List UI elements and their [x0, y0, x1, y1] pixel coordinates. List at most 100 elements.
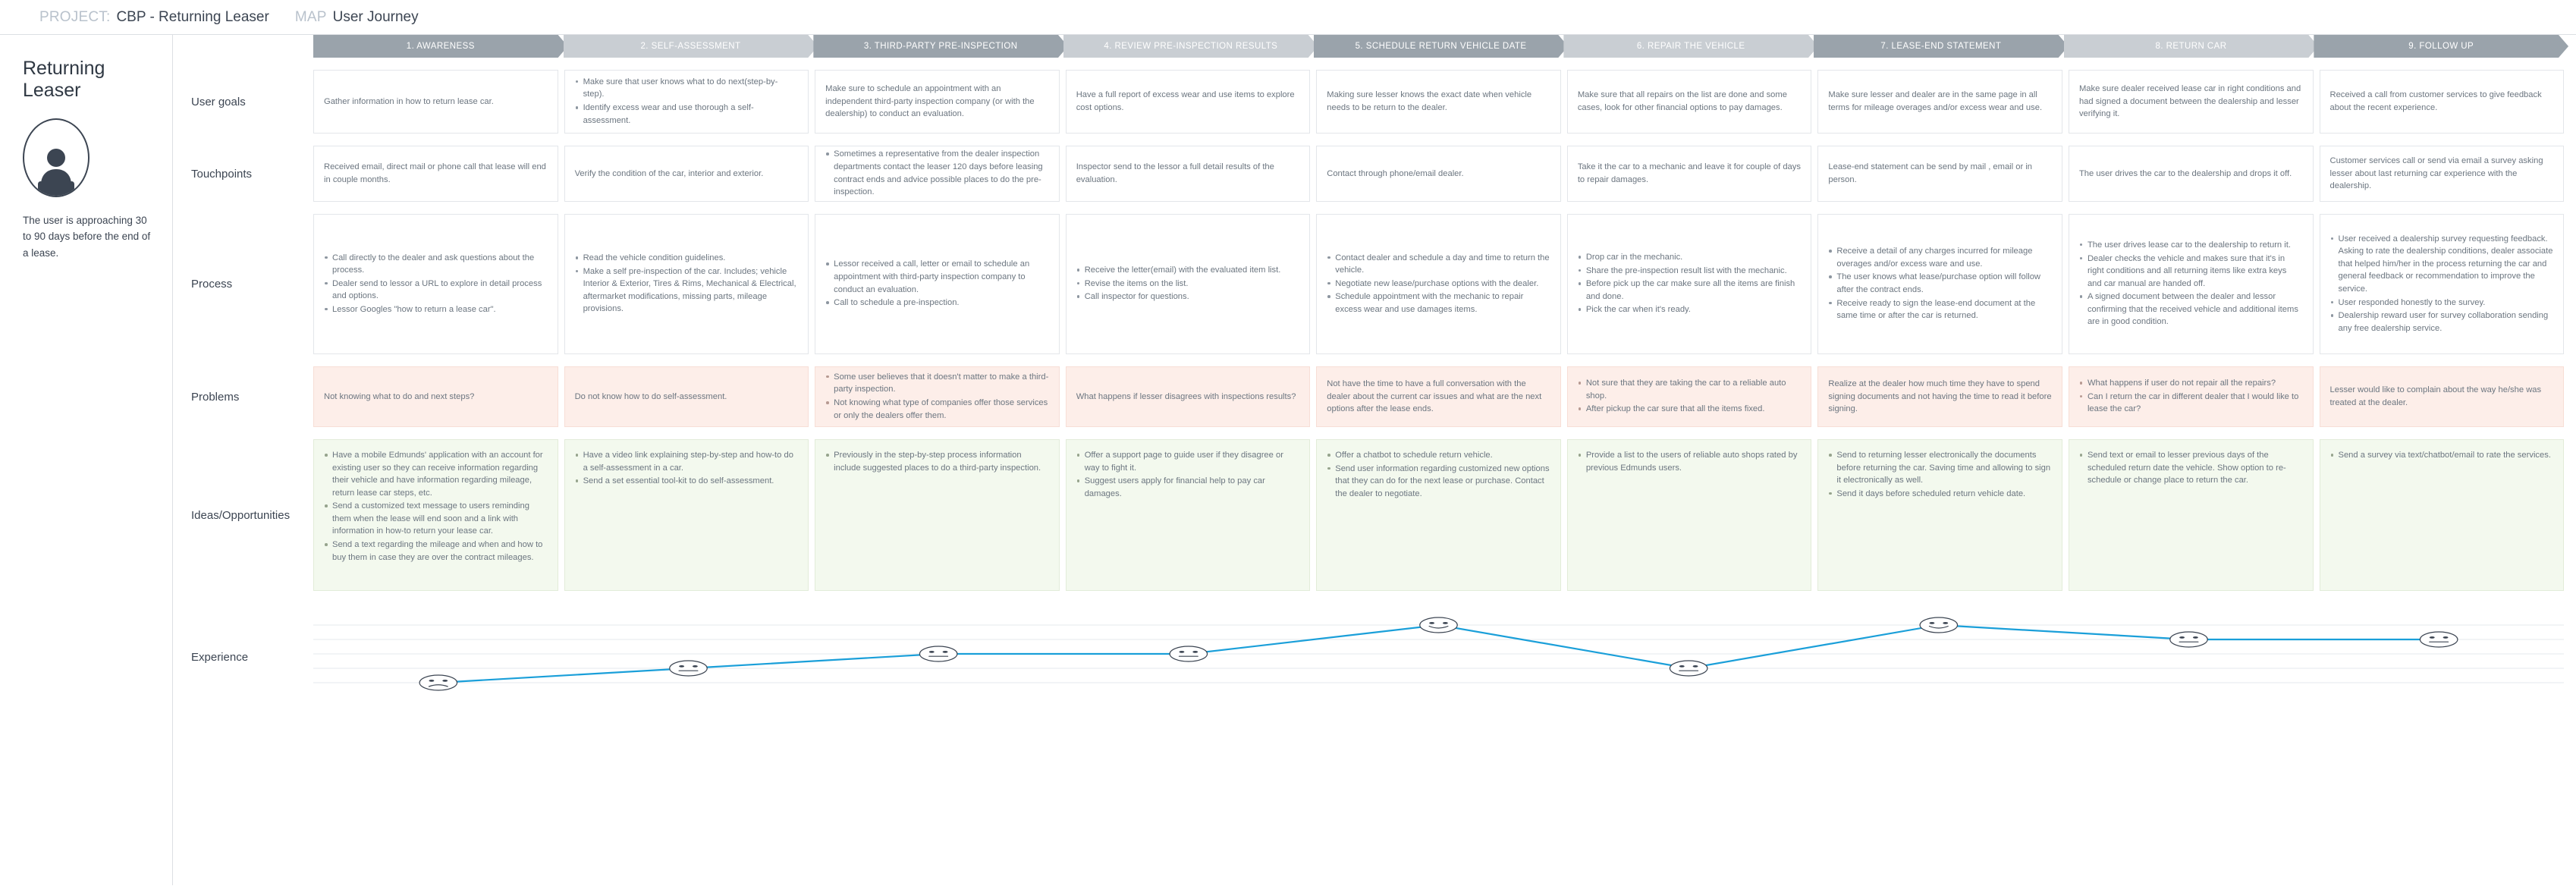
touchpoints-cell-2[interactable]: Verify the condition of the car, interio… [564, 146, 809, 202]
cell-text: Lease-end statement can be send by mail … [1828, 162, 2033, 184]
bullet-item: Not knowing what type of companies offer… [825, 397, 1049, 422]
ideas-cell-9[interactable]: Send a survey via text/chatbot/email to … [2319, 439, 2565, 591]
page-body: Returning Leaser The user is approaching… [0, 35, 2576, 885]
phase-7[interactable]: 7. LEASE-END STATEMENT [1814, 35, 2069, 58]
ideas-cell-3[interactable]: Previously in the step-by-step process i… [815, 439, 1060, 591]
row-process: Process Call directly to the dealer and … [173, 214, 2576, 354]
ideas-cell-4[interactable]: Offer a support page to guide user if th… [1065, 439, 1311, 591]
cell-text: Make sure that all repairs on the list a… [1577, 90, 1787, 112]
user-goals-cell-8[interactable]: Make sure dealer received lease car in r… [2068, 70, 2314, 134]
phase-8[interactable]: 8. RETURN CAR [2064, 35, 2319, 58]
touchpoints-cell-1[interactable]: Received email, direct mail or phone cal… [313, 146, 558, 202]
face-eye-left [429, 680, 435, 682]
touchpoints-cell-8[interactable]: The user drives the car to the dealershi… [2068, 146, 2314, 202]
problems-cell-7[interactable]: Realize at the dealer how much time they… [1817, 366, 2062, 427]
cell-text: Make sure lesser and dealer are in the s… [1828, 90, 2043, 112]
bullet-item: Lessor received a call, letter or email … [825, 258, 1049, 296]
experience-point-7[interactable] [1920, 617, 1957, 633]
experience-point-5[interactable] [1420, 617, 1457, 633]
experience-point-1[interactable] [419, 675, 457, 690]
phase-6[interactable]: 6. REPAIR THE VEHICLE [1563, 35, 1818, 58]
user-goals-cell-1[interactable]: Gather information in how to return leas… [313, 70, 558, 134]
experience-point-8[interactable] [2170, 632, 2207, 647]
experience-point-3[interactable] [919, 646, 957, 661]
problems-cell-6[interactable]: Not sure that they are taking the car to… [1566, 366, 1812, 427]
bullet-item: The user knows what lease/purchase optio… [1828, 271, 2052, 296]
face-circle [2420, 632, 2457, 647]
face-mouth-sad [429, 685, 448, 686]
ideas-cell-8[interactable]: Send text or email to lesser previous da… [2068, 439, 2314, 591]
touchpoints-cell-7[interactable]: Lease-end statement can be send by mail … [1817, 146, 2062, 202]
process-cell-7[interactable]: Receive a detail of any charges incurred… [1817, 214, 2062, 354]
bullet-item: Call to schedule a pre-inspection. [825, 297, 1049, 309]
phase-5[interactable]: 5. SCHEDULE RETURN VEHICLE DATE [1314, 35, 1569, 58]
process-cell-4[interactable]: Receive the letter(email) with the evalu… [1065, 214, 1311, 354]
ideas-cell-6[interactable]: Provide a list to the users of reliable … [1566, 439, 1812, 591]
cell-text: What happens if lesser disagrees with in… [1076, 391, 1296, 401]
problems-cell-9[interactable]: Lesser would like to complain about the … [2319, 366, 2565, 427]
experience-point-4[interactable] [1170, 646, 1207, 661]
bullet-list: Receive a detail of any charges incurred… [1828, 245, 2052, 322]
cell-text: The user drives the car to the dealershi… [2078, 168, 2292, 178]
face-eye-left [679, 665, 685, 668]
experience-point-9[interactable] [2420, 632, 2457, 647]
phase-2[interactable]: 2. SELF-ASSESSMENT [564, 35, 818, 58]
row-label-ideas: Ideas/Opportunities [191, 508, 291, 522]
phase-1[interactable]: 1. AWARENESS [313, 35, 568, 58]
bullet-item: Have a mobile Edmunds' application with … [324, 449, 548, 499]
problems-cell-5[interactable]: Not have the time to have a full convers… [1316, 366, 1561, 427]
bullet-item: Send it days before scheduled return veh… [1828, 488, 2052, 501]
project-value: CBP - Returning Leaser [116, 8, 269, 25]
problems-cell-1[interactable]: Not knowing what to do and next steps? [313, 366, 558, 427]
experience-point-6[interactable] [1670, 661, 1707, 676]
problems-cell-8[interactable]: What happens if user do not repair all t… [2068, 366, 2314, 427]
user-goals-cell-3[interactable]: Make sure to schedule an appointment wit… [815, 70, 1060, 134]
experience-point-2[interactable] [670, 661, 707, 676]
user-goals-cell-2[interactable]: Make sure that user knows what to do nex… [564, 70, 809, 134]
touchpoints-cell-3[interactable]: Sometimes a representative from the deal… [815, 146, 1060, 202]
face-eye-right [1692, 665, 1698, 668]
ideas-cell-1[interactable]: Have a mobile Edmunds' application with … [313, 439, 558, 591]
bullet-list: Call directly to the dealer and ask ques… [324, 252, 548, 317]
user-goals-cell-7[interactable]: Make sure lesser and dealer are in the s… [1817, 70, 2062, 134]
ideas-cell-7[interactable]: Send to returning lesser electronically … [1817, 439, 2062, 591]
bullet-item: Drop car in the mechanic. [1578, 251, 1802, 264]
process-cell-5[interactable]: Contact dealer and schedule a day and ti… [1316, 214, 1561, 354]
bullet-item: Revise the items on the list. [1076, 278, 1300, 291]
face-eye-left [928, 651, 935, 653]
process-cell-8[interactable]: The user drives lease car to the dealers… [2068, 214, 2314, 354]
bullet-list: User received a dealership survey reques… [2330, 233, 2554, 336]
process-cell-3[interactable]: Lessor received a call, letter or email … [815, 214, 1060, 354]
top-bar: PROJECT: CBP - Returning Leaser MAP User… [0, 0, 2576, 35]
cell-text: Verify the condition of the car, interio… [574, 168, 764, 178]
touchpoints-cell-4[interactable]: Inspector send to the lessor a full deta… [1065, 146, 1311, 202]
ideas-cell-2[interactable]: Have a video link explaining step-by-ste… [564, 439, 809, 591]
user-goals-cell-5[interactable]: Making sure lesser knows the exact date … [1316, 70, 1561, 134]
user-goals-cell-9[interactable]: Received a call from customer services t… [2319, 70, 2565, 134]
bullet-list: Have a mobile Edmunds' application with … [324, 449, 548, 564]
phase-9[interactable]: 9. FOLLOW UP [2314, 35, 2568, 58]
touchpoints-cell-9[interactable]: Customer services call or send via email… [2319, 146, 2565, 202]
face-eye-right [2442, 636, 2449, 639]
process-cell-6[interactable]: Drop car in the mechanic.Share the pre-i… [1566, 214, 1812, 354]
cell-text: Received email, direct mail or phone cal… [324, 162, 546, 184]
bullet-item: Dealer send to lessor a URL to explore i… [324, 278, 548, 303]
touchpoints-cell-5[interactable]: Contact through phone/email dealer. [1316, 146, 1561, 202]
process-cell-2[interactable]: Read the vehicle condition guidelines.Ma… [564, 214, 809, 354]
user-goals-cell-4[interactable]: Have a full report of excess wear and us… [1065, 70, 1311, 134]
ideas-cell-5[interactable]: Offer a chatbot to schedule return vehic… [1316, 439, 1561, 591]
phase-label: 3. THIRD-PARTY PRE-INSPECTION [863, 42, 1018, 51]
user-goals-cell-6[interactable]: Make sure that all repairs on the list a… [1566, 70, 1812, 134]
phase-4[interactable]: 4. REVIEW PRE-INSPECTION RESULTS [1063, 35, 1318, 58]
problems-cell-2[interactable]: Do not know how to do self-assessment. [564, 366, 809, 427]
process-cell-1[interactable]: Call directly to the dealer and ask ques… [313, 214, 558, 354]
bullet-item: Have a video link explaining step-by-ste… [575, 449, 799, 474]
bullet-item: The user drives lease car to the dealers… [2079, 239, 2303, 252]
problems-cell-3[interactable]: Some user believes that it doesn't matte… [815, 366, 1060, 427]
problems-cell-4[interactable]: What happens if lesser disagrees with in… [1065, 366, 1311, 427]
process-cell-9[interactable]: User received a dealership survey reques… [2319, 214, 2565, 354]
touchpoints-cell-6[interactable]: Take it the car to a mechanic and leave … [1566, 146, 1812, 202]
bullet-item: Offer a chatbot to schedule return vehic… [1327, 449, 1550, 462]
phase-3[interactable]: 3. THIRD-PARTY PRE-INSPECTION [813, 35, 1068, 58]
